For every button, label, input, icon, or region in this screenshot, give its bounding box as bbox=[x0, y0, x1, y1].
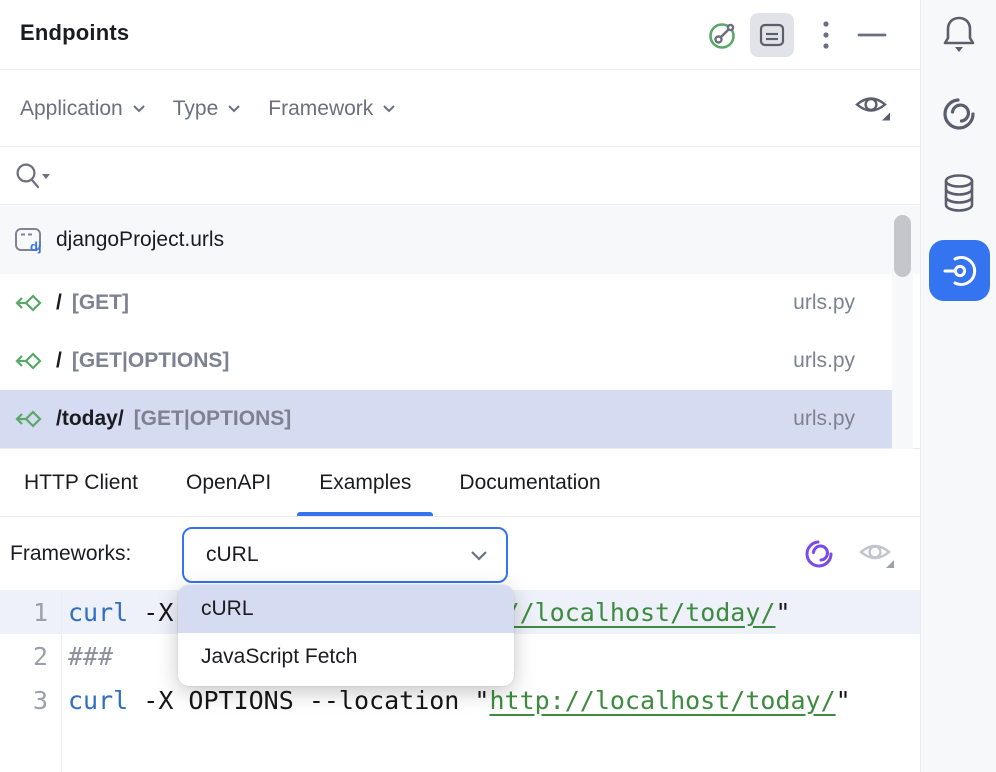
chevron-down-icon bbox=[228, 105, 240, 113]
dropdown-option-curl[interactable]: cURL bbox=[178, 585, 514, 633]
detail-tabs: HTTP Client OpenAPI Examples Documentati… bbox=[0, 450, 920, 517]
endpoint-path: / bbox=[56, 291, 62, 314]
line-number: 2 bbox=[0, 634, 62, 678]
chevron-down-icon bbox=[471, 550, 487, 561]
list-group-django-urls[interactable]: dj djangoProject.urls bbox=[0, 206, 920, 274]
page-title: Endpoints bbox=[20, 20, 130, 45]
minimize-button[interactable] bbox=[850, 13, 894, 57]
endpoint-methods: [GET|OPTIONS] bbox=[71, 349, 230, 372]
chevron-down-icon bbox=[383, 105, 395, 113]
scrollbar[interactable] bbox=[892, 206, 913, 449]
more-options-button[interactable] bbox=[804, 13, 848, 57]
frameworks-bar: Frameworks: cURL bbox=[0, 518, 920, 590]
endpoint-methods: [GET] bbox=[71, 291, 129, 314]
code-token-quote: " bbox=[775, 597, 791, 627]
endpoint-methods: [GET|OPTIONS] bbox=[133, 407, 292, 430]
frameworks-combobox[interactable]: cURL bbox=[182, 527, 508, 583]
filter-application[interactable]: Application bbox=[20, 97, 146, 121]
scrollbar-thumb[interactable] bbox=[894, 215, 911, 277]
minimize-icon bbox=[857, 33, 887, 37]
bell-icon bbox=[943, 16, 974, 52]
endpoint-icon bbox=[15, 294, 42, 312]
eye-icon bbox=[855, 96, 890, 120]
details-view-toggle-button[interactable] bbox=[750, 13, 794, 57]
code-token-separator: ### bbox=[68, 641, 114, 671]
main-panel: Endpoints bbox=[0, 0, 921, 772]
filter-framework-label: Framework bbox=[268, 96, 374, 120]
endpoint-row[interactable]: / [GET|OPTIONS] urls.py bbox=[0, 332, 893, 390]
endpoint-file: urls.py bbox=[793, 291, 855, 314]
code-token-args: -X OPTIONS --location bbox=[128, 685, 475, 715]
code-token-quote: " bbox=[474, 685, 490, 715]
endpoint-status-icon bbox=[709, 23, 735, 49]
database-button[interactable] bbox=[939, 172, 979, 214]
line-number: 3 bbox=[0, 678, 62, 722]
tab-openapi[interactable]: OpenAPI bbox=[185, 471, 272, 494]
code-token-quote: " bbox=[835, 685, 851, 715]
gutter-filler bbox=[0, 722, 920, 772]
filter-type[interactable]: Type bbox=[173, 97, 242, 121]
code-token-url: http://localhost/today/ bbox=[489, 685, 836, 715]
filter-bar: Application Type Framework bbox=[0, 71, 920, 147]
endpoint-row-selected[interactable]: /today/ [GET|OPTIONS] urls.py bbox=[0, 390, 893, 448]
database-icon bbox=[944, 174, 973, 212]
tab-http-client[interactable]: HTTP Client bbox=[24, 471, 138, 494]
ai-assistant-icon bbox=[942, 98, 975, 130]
view-options-button[interactable] bbox=[854, 89, 894, 128]
ai-assistant-icon[interactable] bbox=[802, 537, 836, 571]
frameworks-label: Frameworks: bbox=[10, 542, 132, 565]
endpoint-path: /today/ bbox=[56, 407, 124, 430]
tab-examples[interactable]: Examples bbox=[295, 450, 435, 516]
filter-type-label: Type bbox=[172, 96, 219, 120]
endpoints-list: dj djangoProject.urls / [GET] urls.py bbox=[0, 206, 920, 449]
endpoints-icon bbox=[943, 255, 976, 286]
frameworks-toolbar bbox=[802, 518, 898, 590]
endpoints-sidebar-button-active[interactable] bbox=[929, 240, 990, 301]
endpoint-icon bbox=[15, 352, 42, 370]
details-view-icon bbox=[759, 23, 785, 47]
frameworks-dropdown-popup: cURL JavaScript Fetch bbox=[178, 585, 514, 686]
filter-application-label: Application bbox=[20, 96, 123, 120]
eye-icon[interactable] bbox=[858, 537, 898, 571]
kebab-menu-icon bbox=[823, 21, 829, 49]
endpoint-row[interactable]: / [GET] urls.py bbox=[0, 274, 893, 332]
group-label: djangoProject.urls bbox=[56, 228, 225, 251]
endpoint-file: urls.py bbox=[793, 349, 855, 372]
svg-text:dj: dj bbox=[30, 239, 42, 254]
code-line: 2 ### bbox=[0, 634, 920, 678]
code-token-curl: curl bbox=[68, 597, 129, 627]
right-toolbar bbox=[921, 0, 996, 772]
endpoint-status-button[interactable] bbox=[701, 13, 745, 57]
filter-framework[interactable]: Framework bbox=[268, 97, 396, 121]
endpoint-icon bbox=[15, 410, 42, 428]
tool-window-header: Endpoints bbox=[0, 0, 920, 70]
ai-assistant-sidebar-button[interactable] bbox=[939, 94, 979, 134]
search-field[interactable] bbox=[0, 148, 920, 205]
django-urls-file-icon: dj bbox=[15, 228, 42, 254]
tab-documentation[interactable]: Documentation bbox=[459, 471, 601, 494]
endpoint-file: urls.py bbox=[793, 407, 855, 430]
notifications-button[interactable] bbox=[940, 14, 978, 58]
line-number: 1 bbox=[0, 590, 62, 634]
code-line: 3 curl -X OPTIONS --location "http://loc… bbox=[0, 678, 920, 722]
endpoint-path: / bbox=[56, 349, 62, 372]
dropdown-option-javascript-fetch[interactable]: JavaScript Fetch bbox=[201, 645, 358, 668]
code-token-curl: curl bbox=[68, 685, 129, 715]
search-icon bbox=[16, 163, 50, 189]
chevron-down-icon bbox=[133, 105, 145, 113]
frameworks-combobox-value: cURL bbox=[206, 543, 259, 566]
